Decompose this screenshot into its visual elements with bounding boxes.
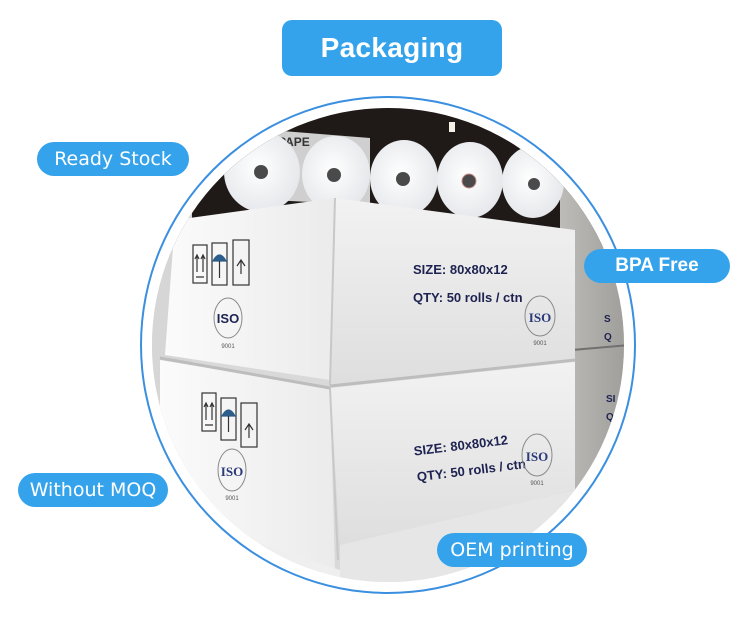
iso-logo-top-front: ISO 9001 [524, 295, 556, 347]
svg-text:ISO: ISO [529, 310, 551, 325]
ready-stock-badge: Ready Stock [37, 142, 189, 176]
svg-text:ISO: ISO [221, 464, 243, 479]
handling-icons-top [192, 239, 250, 286]
photo-ring [140, 96, 636, 594]
svg-text:S: S [604, 314, 611, 325]
svg-text:Q: Q [604, 332, 612, 343]
svg-text:9001: 9001 [533, 341, 547, 347]
svg-text:SI: SI [606, 394, 616, 405]
iso-logo-top: ISO 9001 [213, 297, 243, 350]
svg-text:9001: 9001 [530, 481, 544, 487]
iso-logo-bottom-front: ISO 9001 [521, 433, 553, 487]
product-photo: PAPE [152, 108, 624, 582]
bpa-free-badge: BPA Free [584, 249, 730, 283]
carton-qty-label-top: QTY: 50 rolls / ctn [413, 290, 523, 305]
svg-text:ISO: ISO [526, 449, 548, 464]
iso-logo-bottom: ISO 9001 [217, 448, 247, 502]
svg-text:ISO: ISO [217, 311, 239, 326]
svg-text:9001: 9001 [221, 344, 235, 350]
handling-icons-bottom [201, 392, 258, 448]
oem-printing-badge: OEM printing [437, 533, 587, 567]
without-moq-badge: Without MOQ [18, 473, 168, 507]
page-title: Packaging [282, 20, 502, 76]
svg-text:9001: 9001 [225, 496, 239, 502]
carton-size-label-top: SIZE: 80x80x12 [413, 262, 508, 277]
svg-text:Q: Q [606, 412, 614, 423]
